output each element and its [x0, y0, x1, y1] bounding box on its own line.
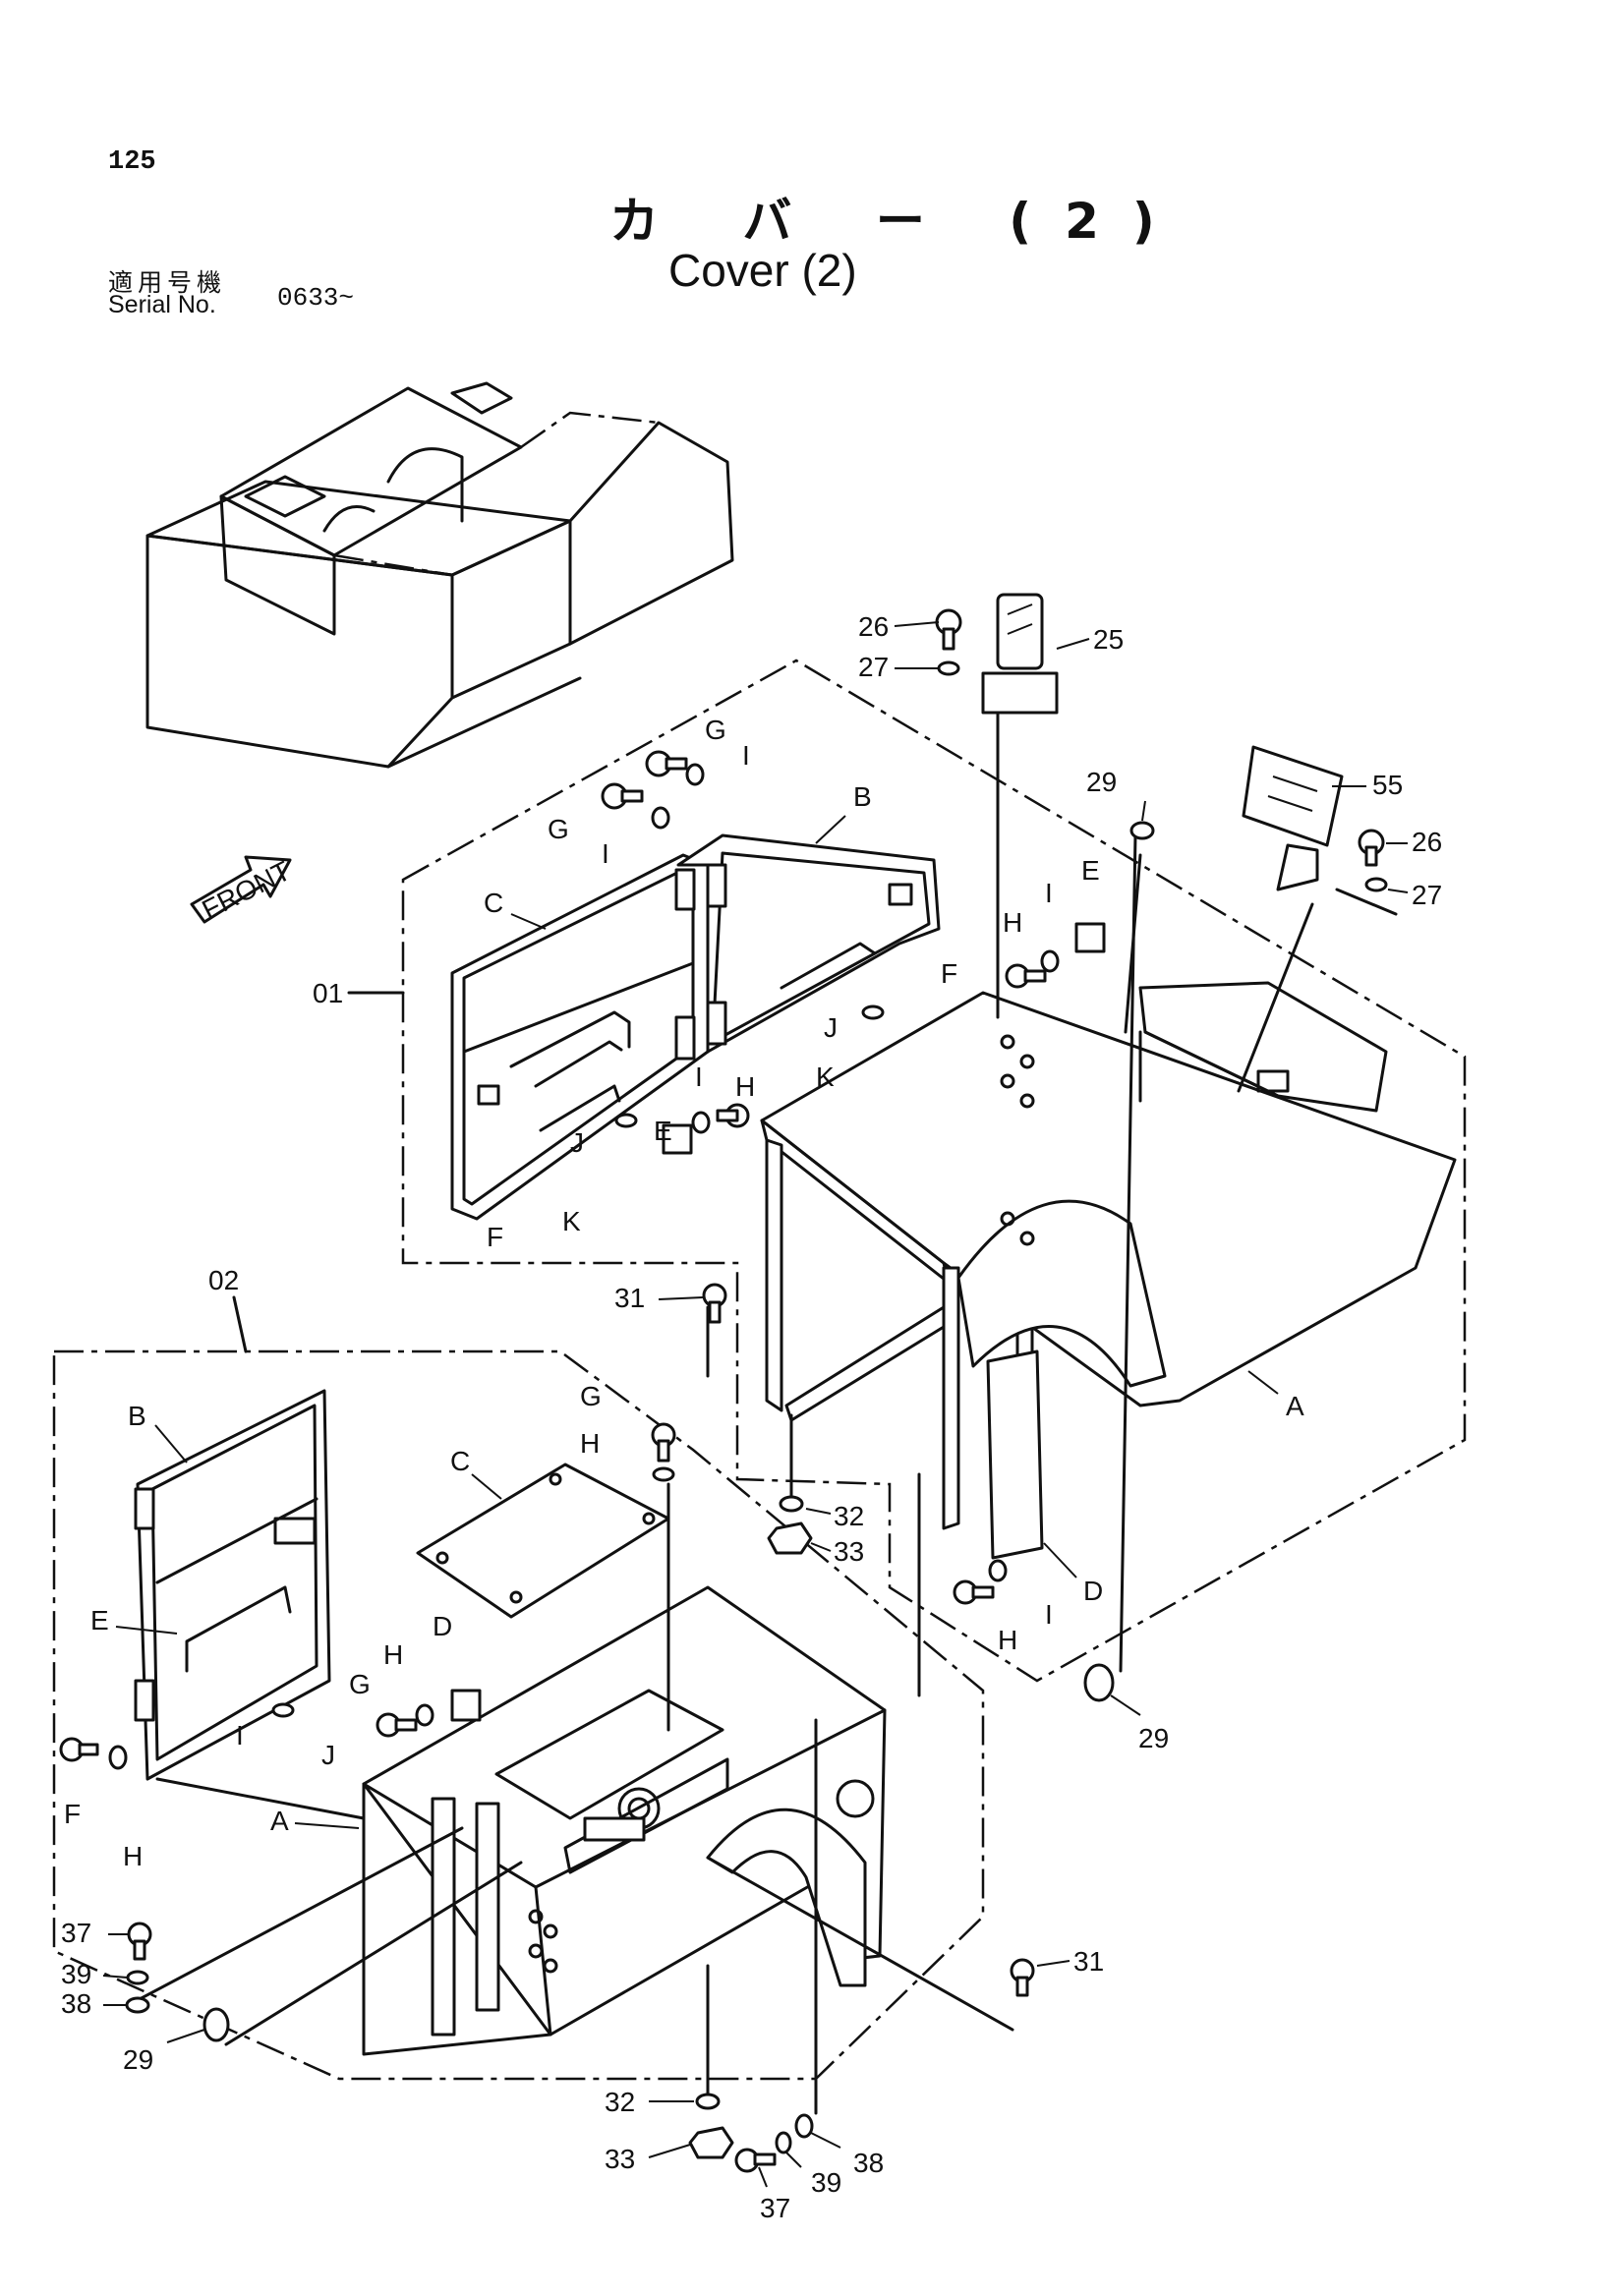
- hinge-bolts: [1000, 1034, 1035, 1246]
- page-number: 125: [108, 147, 156, 177]
- front-arrow: FRONT: [190, 855, 296, 925]
- callout-lower-h1: H: [580, 1428, 600, 1459]
- callout-lower-g2: G: [349, 1669, 371, 1699]
- callout-upper-g2: G: [548, 814, 569, 844]
- callout-upper-i1: I: [742, 740, 750, 771]
- assembly-01-label: 01: [313, 978, 343, 1008]
- part-number-callouts: 26 27 25 29 55 26 27 31 32 33 29 37 39 3…: [61, 611, 1442, 2223]
- callout-lower-a: A: [270, 1806, 289, 1836]
- callout-upper-h2: H: [1003, 907, 1022, 938]
- callout-38-lower: 38: [853, 2148, 884, 2178]
- callout-27-top: 27: [858, 652, 889, 682]
- callout-upper-i3: I: [695, 1062, 703, 1092]
- callout-26-right: 26: [1412, 827, 1442, 857]
- callout-upper-d: D: [1083, 1576, 1103, 1606]
- fasteners: [59, 608, 1388, 2173]
- callout-27-right: 27: [1412, 880, 1442, 910]
- assembly-02-label: 02: [208, 1265, 239, 1295]
- callout-lower-g1: G: [580, 1381, 602, 1411]
- callout-upper-f1: F: [941, 958, 957, 989]
- callout-25: 25: [1093, 624, 1124, 655]
- callout-upper-b: B: [853, 781, 872, 812]
- callout-lower-h2: H: [383, 1639, 403, 1670]
- callout-55: 55: [1372, 770, 1403, 800]
- callout-upper-g1: G: [705, 715, 726, 745]
- callout-upper-e2: E: [1081, 855, 1100, 886]
- callout-33-lower: 33: [605, 2144, 635, 2174]
- callout-upper-i4: I: [1045, 878, 1053, 908]
- callout-lower-i: I: [236, 1720, 244, 1751]
- upper-cover-a: [760, 981, 1457, 1560]
- front-arrow-label: FRONT: [198, 855, 296, 925]
- callout-29-right: 29: [1138, 1723, 1169, 1753]
- upper-door-assembly: [450, 833, 941, 1221]
- callout-upper-i5: I: [1045, 1599, 1053, 1630]
- title-english: Cover (2): [668, 245, 857, 296]
- callout-39-left: 39: [61, 1959, 91, 1989]
- letter-callouts: G G I I B C F F J J K K E I H E I H A D …: [64, 715, 1304, 1871]
- lower-cover-a: [362, 1585, 887, 2056]
- callout-32-lower: 32: [605, 2087, 635, 2117]
- callout-lower-b: B: [128, 1401, 146, 1431]
- callout-31-lower: 31: [1073, 1946, 1104, 1977]
- callout-upper-k2: K: [562, 1206, 581, 1236]
- lower-plate-c: [416, 1463, 670, 1619]
- callout-upper-h1: H: [735, 1071, 755, 1102]
- callout-lower-j: J: [321, 1740, 335, 1770]
- callout-lower-c: C: [450, 1446, 470, 1476]
- callout-lower-f: F: [64, 1799, 81, 1829]
- callout-upper-i2: I: [602, 838, 609, 869]
- callout-lower-d: D: [433, 1611, 452, 1641]
- callout-upper-c: C: [484, 888, 503, 918]
- callout-33-upper: 33: [834, 1536, 864, 1567]
- lower-door-b: [134, 1389, 331, 1781]
- callout-lower-h3: H: [123, 1841, 143, 1871]
- callout-29-left: 29: [123, 2044, 153, 2075]
- callout-38-left: 38: [61, 1988, 91, 2019]
- callout-upper-h3: H: [998, 1625, 1017, 1655]
- serial-range: 0633~: [277, 283, 355, 313]
- callout-upper-j1: J: [824, 1012, 838, 1043]
- callout-upper-f2: F: [487, 1222, 503, 1252]
- callout-lower-e: E: [90, 1605, 109, 1636]
- mirror-55: [1242, 745, 1344, 891]
- callout-upper-k1: K: [816, 1062, 835, 1092]
- serial-label-japanese: 適用号機: [108, 268, 227, 297]
- callout-39-lower: 39: [811, 2167, 841, 2198]
- callout-32-upper: 32: [834, 1501, 864, 1531]
- title-japanese: カ バ ー (2): [609, 193, 1188, 250]
- serial-label-english: Serial No.: [108, 291, 216, 318]
- machine-overview: [145, 381, 734, 769]
- callout-31-upper: 31: [614, 1283, 645, 1313]
- callout-upper-e1: E: [654, 1116, 672, 1146]
- callout-upper-a: A: [1286, 1391, 1304, 1421]
- callout-37-left: 37: [61, 1918, 91, 1948]
- leader-lines: [136, 711, 1398, 2115]
- mirror-25: [981, 593, 1059, 715]
- callout-26-top: 26: [858, 611, 889, 642]
- callout-upper-j2: J: [570, 1127, 584, 1158]
- callout-37-lower: 37: [760, 2193, 790, 2223]
- callout-29-top: 29: [1086, 767, 1117, 797]
- upper-assembly-boundary: [401, 659, 1467, 1683]
